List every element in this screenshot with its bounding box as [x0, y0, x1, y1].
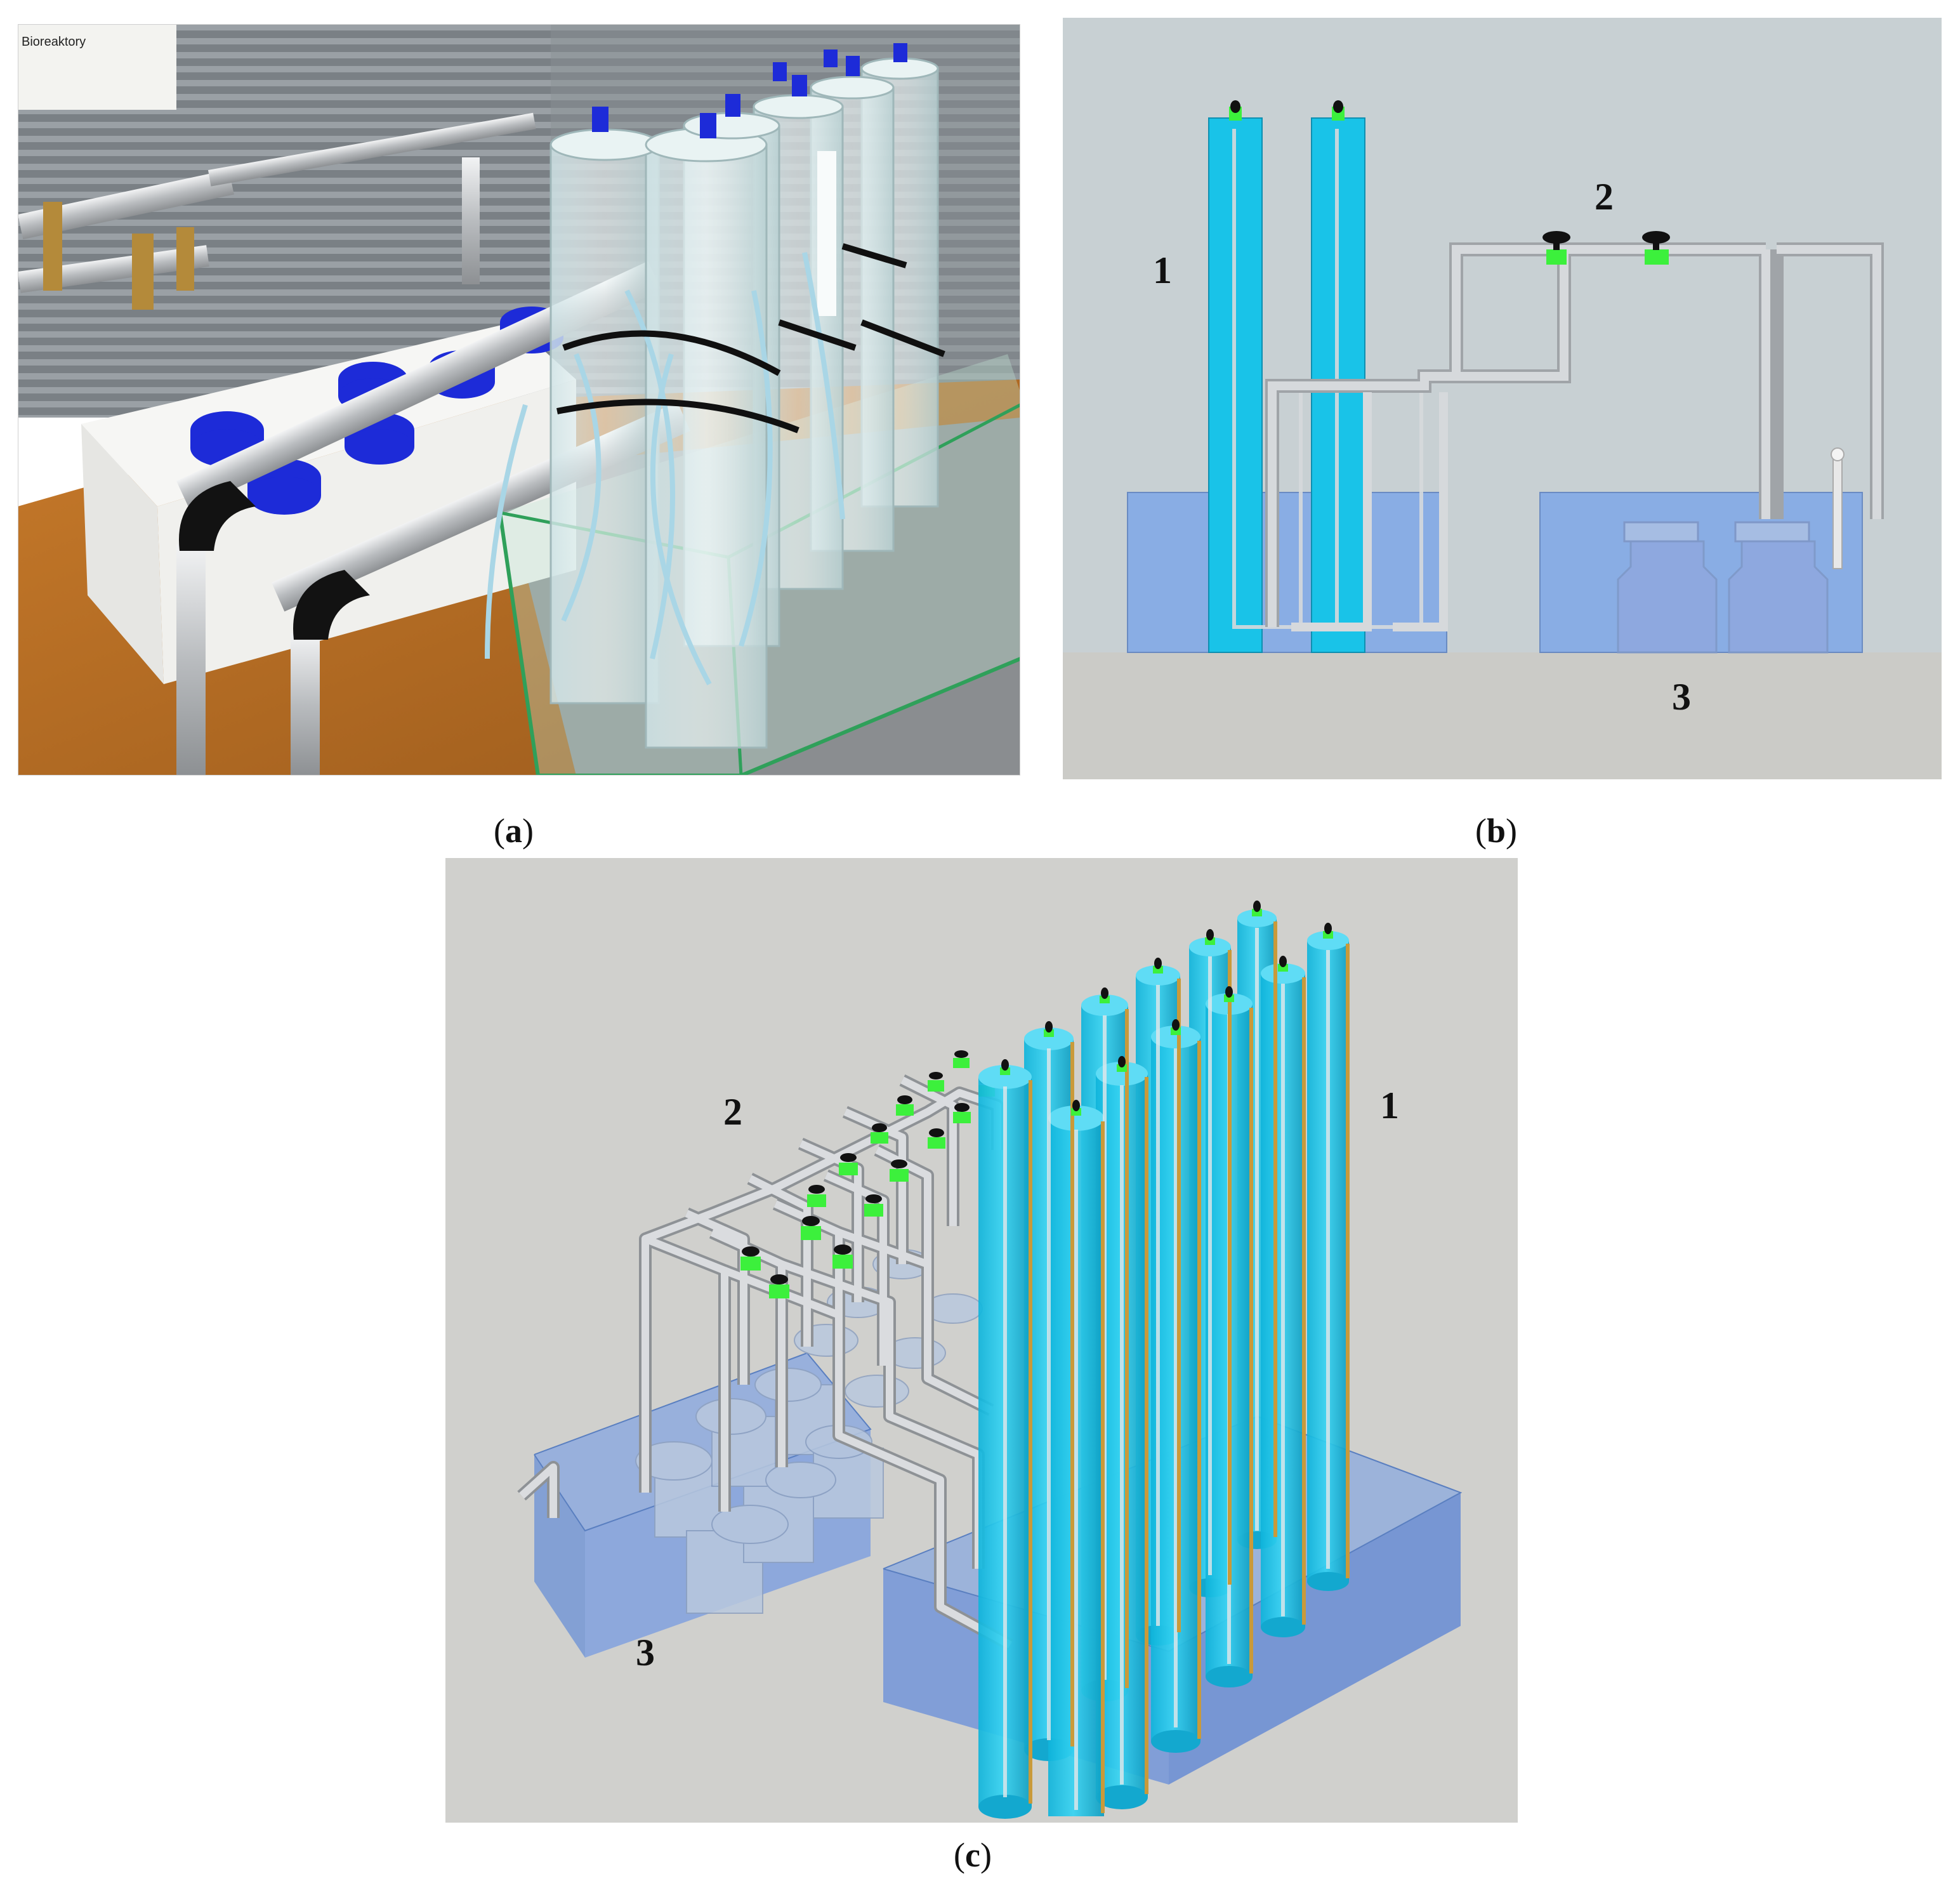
label-piping-3d: 2: [723, 1091, 742, 1133]
sign-text: Bioreaktory: [22, 35, 86, 49]
label-columns: 1: [1153, 249, 1172, 291]
caption-b: (b): [1475, 812, 1518, 850]
column-valve: [1229, 100, 1242, 121]
panel-c-3d-schematic: 1 2 3: [445, 858, 1518, 1823]
schematic-2d: 1 2 3: [1063, 18, 1942, 779]
caption-a-letter: a: [504, 812, 522, 850]
caption-c-letter: c: [964, 1836, 980, 1874]
label-columns-3d: 1: [1380, 1085, 1399, 1126]
pipe-valve: [1642, 231, 1670, 265]
label-bottles: 3: [1672, 676, 1691, 718]
schematic-3d: 1 2 3: [445, 858, 1518, 1823]
column-valve: [1332, 100, 1345, 121]
caption-c: (c): [954, 1836, 992, 1874]
caption-b-letter: b: [1486, 812, 1506, 850]
vent-tube: [1832, 454, 1843, 569]
caption-a: (a): [494, 812, 534, 850]
rail-elbow: [293, 570, 370, 640]
label-piping: 2: [1595, 176, 1614, 218]
cable-ties: [556, 243, 945, 433]
bottle: [1728, 521, 1829, 654]
panel-a-photo: Bioreaktory: [18, 24, 1020, 776]
pipe-valve: [1542, 231, 1570, 265]
rail-elbow: [179, 481, 256, 551]
bottle: [1617, 521, 1718, 654]
panel-b-schematic: 1 2 3: [1063, 18, 1942, 779]
columns-3d: [978, 901, 1350, 1819]
label-bottles-3d: 3: [636, 1632, 655, 1673]
bioreactor-photo: Bioreaktory: [18, 24, 1020, 776]
stopcocks: [592, 43, 907, 138]
